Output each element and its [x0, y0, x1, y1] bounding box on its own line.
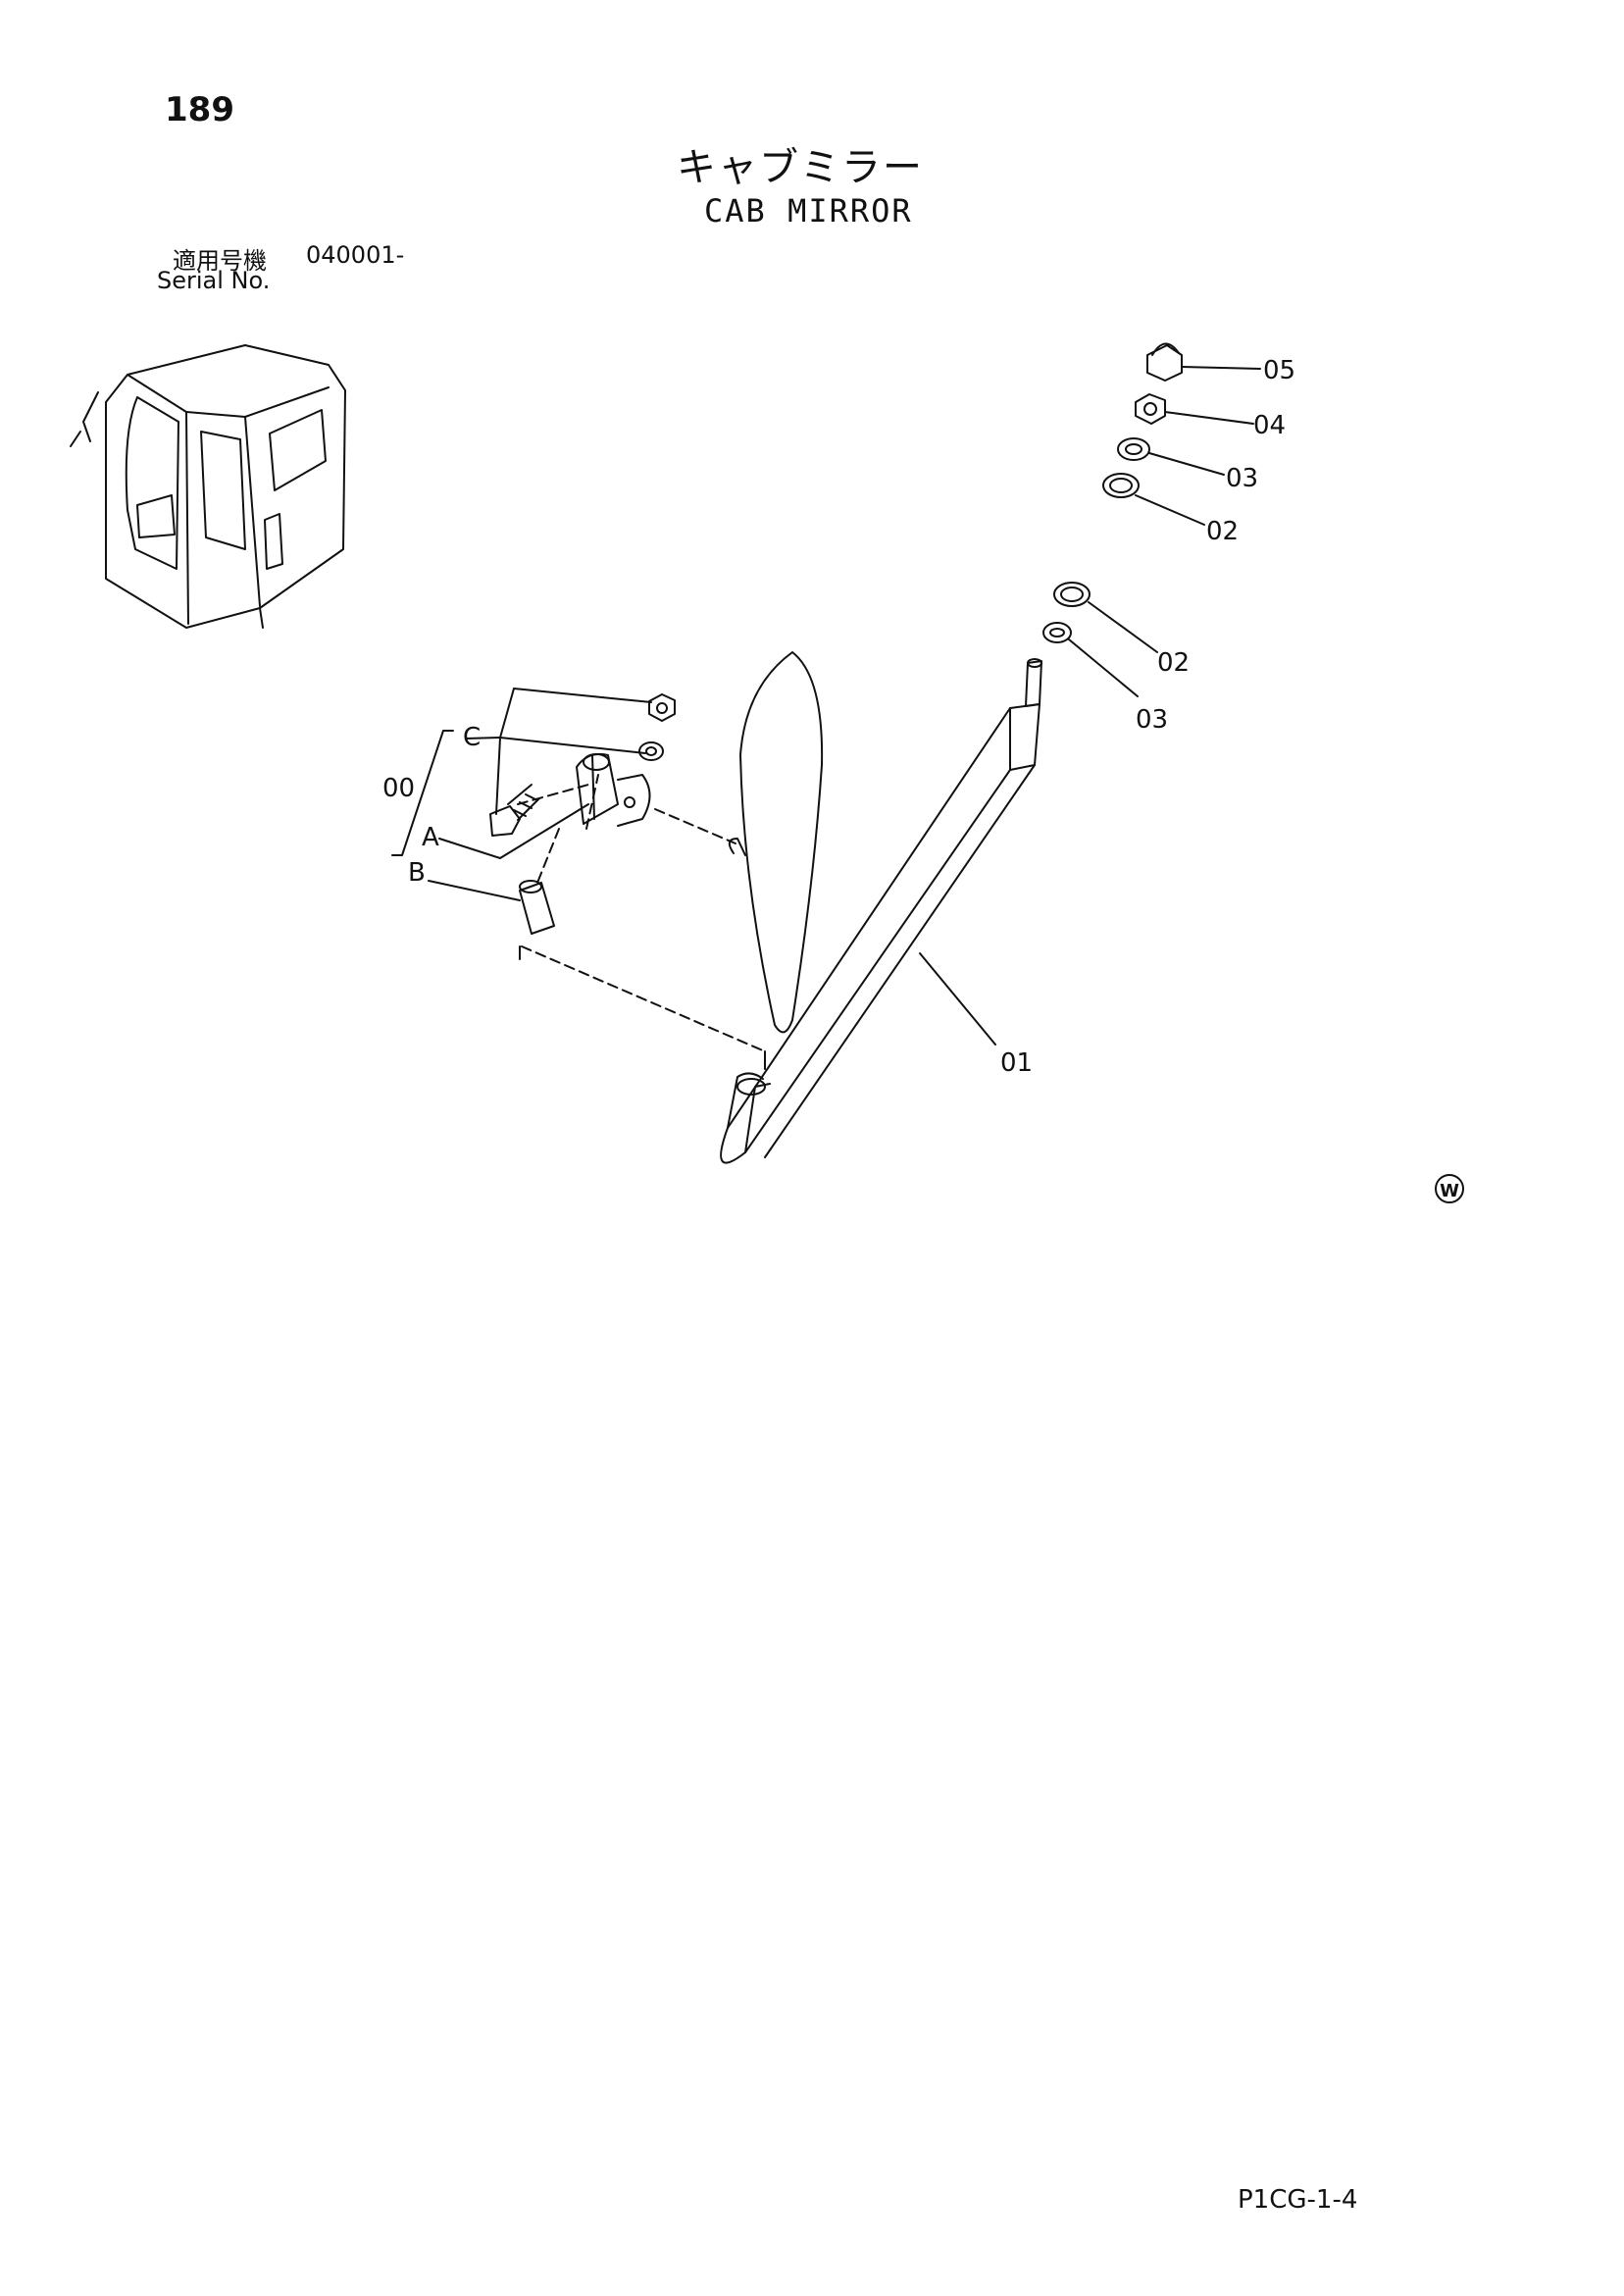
bracket-icon [576, 752, 736, 844]
callout-B: B [408, 858, 426, 888]
callout-04: 04 [1253, 411, 1286, 440]
page-number: 189 [165, 90, 234, 129]
callout-01: 01 [1000, 1048, 1033, 1078]
hex-nut-icon [648, 693, 676, 722]
watermark-letter: W [1440, 1181, 1459, 1201]
page-title-japanese: キャブミラー [677, 145, 924, 190]
serial-number-value: 040001- [306, 241, 405, 269]
serial-label-english: Serial No. [157, 267, 271, 294]
cab-outline-icon [70, 344, 346, 629]
washer-icon [1117, 437, 1225, 476]
collar-icon [519, 880, 555, 935]
callout-03-lower: 03 [1136, 705, 1168, 735]
callout-02-lower: 02 [1157, 648, 1190, 678]
washer-icon [1053, 582, 1158, 653]
washer-icon [1102, 473, 1205, 526]
mirror-glass-icon [728, 651, 824, 1034]
serial-label-japanese: 適用号機 [173, 247, 267, 275]
document-code: P1CG-1-4 [1238, 2185, 1358, 2215]
callout-05: 05 [1263, 356, 1295, 385]
hex-nut-icon [1135, 393, 1254, 425]
circled-w-icon: W [1435, 1174, 1464, 1203]
callout-00: 00 [382, 774, 415, 803]
callout-A: A [422, 823, 439, 852]
washer-icon [638, 741, 664, 761]
washer-icon [1042, 622, 1139, 697]
mirror-stay-icon [720, 658, 1042, 1164]
assembly-leader-lines [391, 688, 766, 1070]
callout-03-upper: 03 [1226, 464, 1258, 493]
callout-02-upper: 02 [1206, 517, 1239, 546]
page-title-english: CAB MIRROR [704, 192, 913, 230]
callout-C: C [463, 723, 481, 752]
cap-nut-icon [1146, 342, 1261, 382]
